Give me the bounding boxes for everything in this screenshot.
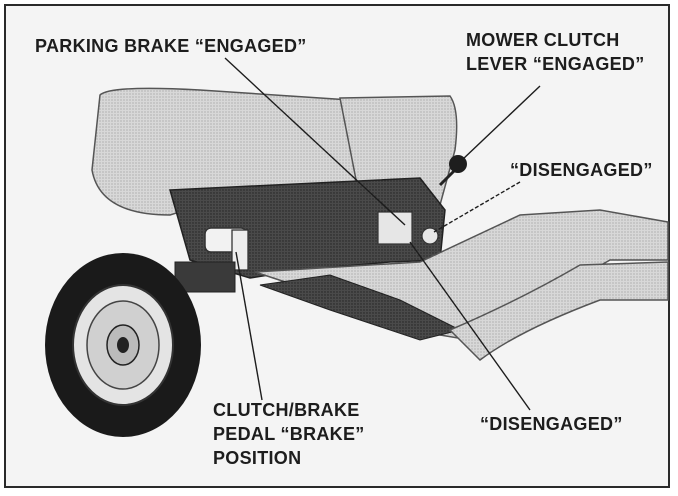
label-pedal-position: CLUTCH/BRAKE PEDAL “BRAKE” POSITION [213,398,365,470]
fender [339,95,458,206]
label-pedal-line1: CLUTCH/BRAKE [213,400,360,420]
pedal-bracket [174,261,236,293]
label-disengaged-lower: “DISENGAGED” [480,414,623,434]
label-mower-clutch: MOWER CLUTCH LEVER “ENGAGED” [466,28,645,76]
leader-mower-clutch [461,85,541,161]
pedal-arm [231,229,249,271]
label-disengaged-upper: “DISENGAGED” [510,160,653,180]
label-pedal-line3: POSITION [213,448,302,468]
label-mower-clutch-line1: MOWER CLUTCH [466,30,620,50]
label-mower-clutch-line2: LEVER “ENGAGED” [466,54,645,74]
leader-disengaged-upper [433,181,521,233]
leader-pedal [235,251,263,401]
label-pedal-line2: PEDAL “BRAKE” [213,424,365,444]
leader-disengaged-lower [409,241,531,411]
front-wheel [45,253,201,437]
label-parking-brake: PARKING BRAKE “ENGAGED” [35,36,307,56]
lever-slot [377,211,413,245]
frame-rail [448,261,669,361]
leader-parking-brake [224,57,406,226]
